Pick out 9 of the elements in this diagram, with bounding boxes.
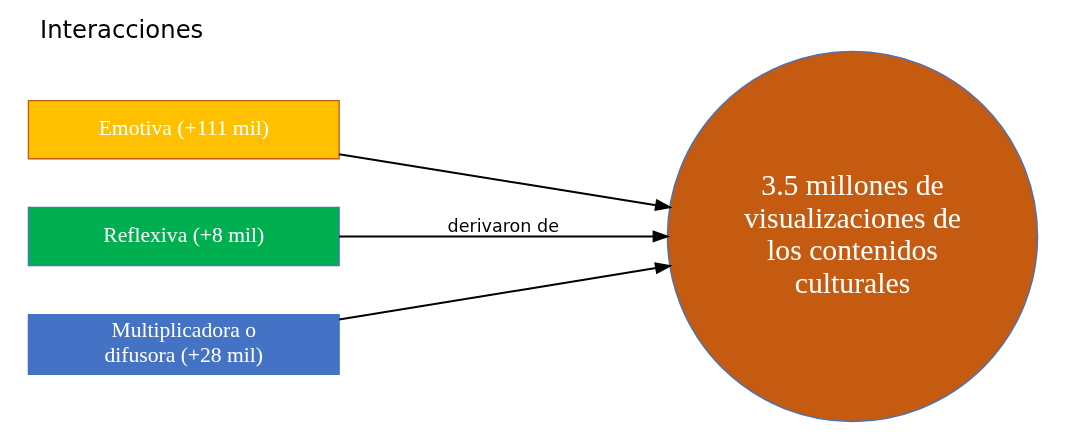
node-box: Multiplicadora o difusora (+28 mil) [27, 314, 340, 375]
node-circle: 3.5 millones de visualizaciones de los contenidos culturales [666, 50, 1039, 423]
node-box: Reflexiva (+8 mil) [27, 206, 340, 267]
edge-label: derivaron de [447, 215, 559, 236]
arrow [339, 230, 671, 243]
arrow [339, 262, 673, 321]
arrow [339, 153, 673, 212]
diagram-title: Interacciones [39, 15, 204, 45]
node-box: Emotiva (+111 mil) [27, 99, 340, 160]
